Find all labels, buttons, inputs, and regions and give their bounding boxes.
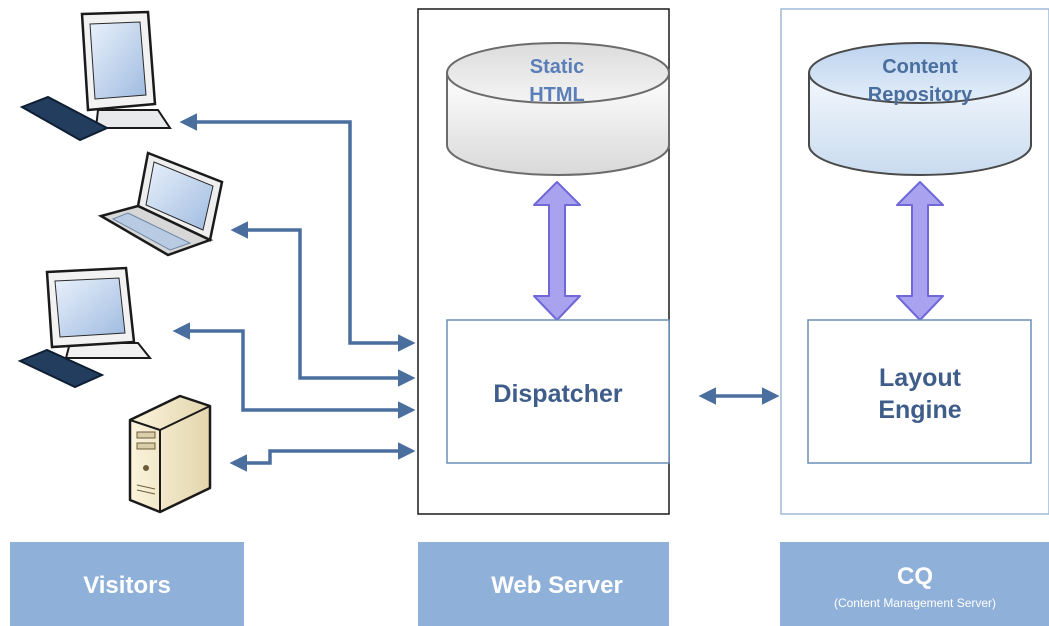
laptop-icon	[97, 151, 224, 257]
desktop-computer-icon	[17, 266, 153, 389]
content-repository-cylinder: Content Repository	[808, 42, 1032, 176]
static-html-label-line1: Static	[530, 56, 584, 78]
desktop-computer-icon	[19, 10, 172, 142]
dispatcher-box	[446, 319, 670, 464]
layout-engine-box	[807, 319, 1032, 464]
web-server-bar-label: Web Server	[491, 572, 623, 599]
visitor-connector-2	[230, 221, 416, 387]
visitors-bar-label: Visitors	[83, 572, 171, 599]
cq-bar	[780, 542, 1049, 626]
visitor-connector-3	[172, 322, 416, 419]
visitor-connector-1	[179, 113, 416, 352]
visitors-bar	[10, 542, 244, 626]
visitor-connector-4	[229, 442, 416, 472]
layout-engine-label-line2: Engine	[878, 396, 961, 424]
content-repository-label-line2: Repository	[868, 84, 973, 106]
static-html-label-line2: HTML	[529, 84, 585, 106]
static-html-cylinder: Static HTML	[446, 42, 670, 176]
cq-bar-label: CQ	[897, 563, 933, 590]
dispatcher-label: Dispatcher	[493, 380, 622, 408]
tower-server-icon	[128, 394, 212, 514]
web-server-bar	[418, 542, 669, 626]
cq-bar-sublabel: (Content Management Server)	[834, 596, 996, 610]
content-repository-label-line1: Content	[882, 56, 958, 78]
layout-engine-label-line1: Layout	[879, 364, 962, 392]
